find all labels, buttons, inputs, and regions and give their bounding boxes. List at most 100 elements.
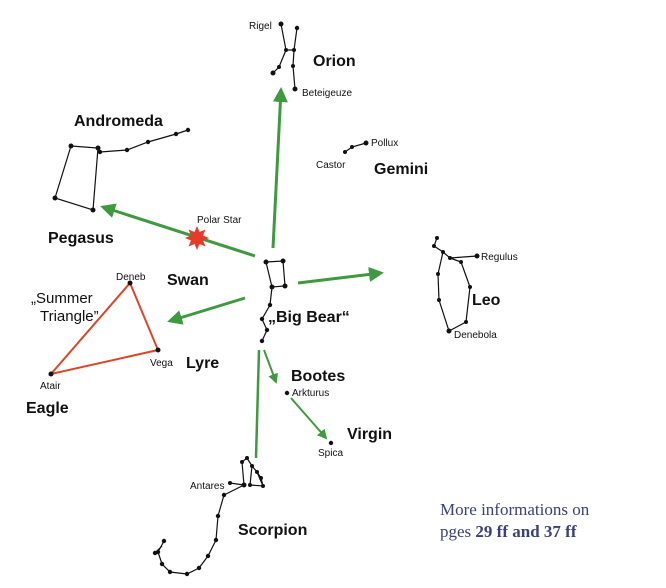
- star-dot: [205, 553, 211, 559]
- note-line-2: pges 29 ff and 37 ff: [440, 521, 589, 543]
- star-arkturus-dot: [284, 390, 290, 396]
- star-dot: [264, 327, 270, 333]
- leo-figure: [433, 237, 478, 332]
- pointer-arrows: [100, 87, 384, 459]
- star-dot: [284, 48, 288, 52]
- star-regulus-label: Regulus: [481, 252, 518, 263]
- pegasus-figure: [54, 145, 99, 211]
- star-dots: [48, 21, 480, 577]
- note-prefix: pges: [440, 522, 476, 541]
- star-atair-label: Atair: [40, 381, 61, 392]
- constellation-gemini-label: Gemini: [374, 161, 428, 178]
- star-spica-dot: [328, 440, 334, 446]
- polar-star-icon: [185, 226, 209, 250]
- star-dot: [245, 456, 249, 460]
- star-pollux-dot: [363, 140, 369, 146]
- constellation-leo-label: Leo: [472, 292, 501, 309]
- star-regulus-dot: [474, 253, 480, 259]
- star-beteigeuze-dot: [292, 86, 298, 92]
- star-dot: [280, 258, 286, 264]
- star-dot: [124, 147, 130, 153]
- star-dot: [255, 470, 259, 474]
- star-dot: [240, 460, 244, 464]
- star-castor-label: Castor: [316, 160, 346, 171]
- star-rigel-label: Rigel: [249, 21, 272, 32]
- star-deneb-dot: [127, 280, 133, 286]
- star-dot: [468, 285, 472, 289]
- page-reference-note: More informations on pges 29 ff and 37 f…: [440, 499, 589, 543]
- star-dot: [294, 25, 300, 31]
- star-dot: [185, 127, 191, 133]
- star-dot: [292, 48, 296, 52]
- arrow-to-orion: [271, 87, 288, 249]
- arrow-to-bootes: [263, 349, 278, 384]
- constellation-pegasus-label: Pegasus: [48, 230, 114, 247]
- arrow-to-scorpion: [254, 349, 261, 459]
- note-mid: and: [508, 522, 544, 541]
- star-antares-label: Antares: [190, 481, 224, 492]
- star-beteigeuze-label: Beteigeuze: [302, 88, 352, 99]
- note-ref-2: 37 ff: [543, 522, 577, 541]
- star-dot: [459, 260, 463, 264]
- star-dot: [282, 283, 288, 289]
- constellation-andromeda-label: Andromeda: [74, 113, 163, 130]
- star-dot: [277, 65, 281, 69]
- summer-triangle: [48, 281, 160, 376]
- gemini-figure: [344, 142, 367, 153]
- star-dot: [448, 256, 452, 260]
- star-deneb-label: Deneb: [116, 272, 146, 283]
- star-atair-dot: [48, 371, 54, 377]
- star-dot: [464, 320, 468, 324]
- arrow-to-leo: [297, 266, 384, 285]
- star-dot: [259, 476, 263, 480]
- star-dot: [90, 207, 96, 213]
- summer-triangle-label-line2: Triangle”: [40, 308, 99, 325]
- constellation-swan-label: Swan: [167, 272, 209, 289]
- star-dot: [437, 298, 441, 302]
- star-rigel-dot: [278, 21, 284, 27]
- constellation-scorpion-label: Scorpion: [238, 522, 307, 539]
- star-dot: [436, 272, 440, 276]
- star-dot: [159, 561, 165, 567]
- star-dot: [173, 131, 179, 137]
- star-dot: [145, 139, 151, 145]
- star-dot: [161, 538, 167, 544]
- star-dot: [259, 338, 265, 344]
- star-denebola-dot: [446, 328, 452, 334]
- arrow-to-pegasus: [100, 203, 256, 258]
- star-dot: [267, 302, 273, 308]
- star-dot: [435, 236, 439, 240]
- star-dot: [350, 145, 354, 149]
- star-dot: [167, 569, 173, 575]
- star-dot: [215, 513, 221, 519]
- star-dot: [213, 537, 219, 543]
- note-line-1: More informations on: [440, 500, 590, 519]
- star-spica-label: Spica: [318, 448, 343, 459]
- star-antares-dot: [241, 482, 247, 488]
- star-dot: [52, 195, 58, 201]
- arrow-to-virgin: [290, 397, 328, 440]
- star-dot: [432, 244, 436, 248]
- star-dot: [259, 316, 265, 322]
- star-dot: [261, 484, 265, 488]
- constellation-lyre-label: Lyre: [186, 355, 219, 372]
- star-dot: [263, 259, 269, 265]
- note-ref-1: 29 ff: [475, 522, 508, 541]
- star-castor-dot: [343, 150, 347, 154]
- star-arkturus-label: Arkturus: [292, 388, 329, 399]
- star-dot: [95, 145, 101, 151]
- star-dot: [269, 284, 275, 290]
- star-dot: [248, 483, 252, 487]
- star-vega-dot: [155, 347, 161, 353]
- star-polar-star-label: Polar Star: [197, 215, 242, 226]
- star-dot: [250, 464, 254, 468]
- summer-triangle-label-line1: „Summer: [31, 290, 93, 307]
- star-dot: [97, 149, 103, 155]
- constellation-bootes-label: Bootes: [291, 368, 345, 385]
- star-dot: [228, 481, 232, 485]
- star-dot: [270, 70, 276, 76]
- star-pollux-label: Pollux: [371, 138, 398, 149]
- orion-figure: [272, 23, 298, 90]
